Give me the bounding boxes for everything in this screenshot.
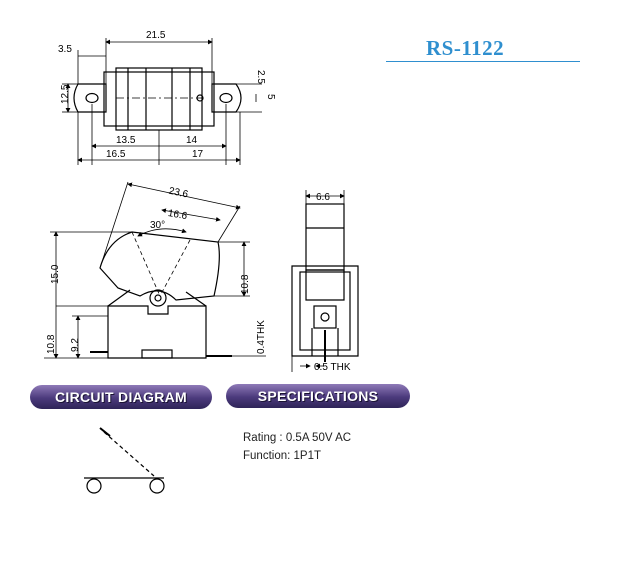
dim-9-2: 9.2 xyxy=(70,338,81,352)
left-ear xyxy=(73,83,107,113)
title-underline xyxy=(386,61,580,62)
dim-23-6: 23.6 xyxy=(168,186,190,201)
dim-2-5: 2.5 xyxy=(255,70,266,84)
model-title: RS-1122 xyxy=(426,36,505,60)
terminal-right xyxy=(149,478,165,494)
side-view xyxy=(44,181,266,359)
housing xyxy=(107,305,207,359)
dim-3-5: 3.5 xyxy=(58,44,72,55)
front-view-labels: 6.6 0.5 THK xyxy=(314,192,351,373)
dim-14: 14 xyxy=(186,135,198,146)
spec-rating: Rating : 0.5A 50V AC xyxy=(243,432,352,444)
dim-10-8-base: 10.8 xyxy=(46,334,57,354)
dim-21-5: 21.5 xyxy=(146,30,166,41)
front-actuator xyxy=(305,203,345,271)
top-body xyxy=(103,71,215,127)
dim-16-6: 16.6 xyxy=(167,208,189,222)
dim-5: 5 xyxy=(265,94,276,100)
dim-0-5-thk: 0.5 THK xyxy=(314,362,351,373)
dim-16-5: 16.5 xyxy=(106,149,126,160)
front-view xyxy=(291,190,359,372)
dim-10-8-rocker: 10.8 xyxy=(240,274,251,294)
dim-13-5: 13.5 xyxy=(116,135,136,146)
dim-6-6: 6.6 xyxy=(316,192,330,203)
right-ear xyxy=(211,83,242,113)
circuit-diagram-heading: CIRCUIT DIAGRAM xyxy=(30,385,212,409)
left-ear-hole xyxy=(85,92,99,104)
top-view-labels: 21.5 3.5 12.5 2.5 5 13.5 14 16.5 17 xyxy=(58,30,276,160)
front-housing xyxy=(291,265,359,357)
spec-function: Function: 1P1T xyxy=(243,450,321,462)
side-view-labels: 23.6 16.6 30° 15.0 10.8 10.8 9.2 0.4THK xyxy=(46,186,267,354)
switch-blade xyxy=(103,431,155,477)
pivot xyxy=(149,289,167,307)
right-ear-hole xyxy=(219,92,233,104)
circuit-symbol xyxy=(84,427,165,494)
dim-30-deg: 30° xyxy=(150,220,165,231)
dim-17: 17 xyxy=(192,149,204,160)
terminal-left xyxy=(86,478,102,494)
dim-0-4-thk: 0.4THK xyxy=(256,320,267,354)
dim-15-0: 15.0 xyxy=(50,264,61,284)
specifications-heading: SPECIFICATIONS xyxy=(226,384,410,408)
top-view xyxy=(62,38,262,165)
dim-12-5: 12.5 xyxy=(60,84,71,104)
